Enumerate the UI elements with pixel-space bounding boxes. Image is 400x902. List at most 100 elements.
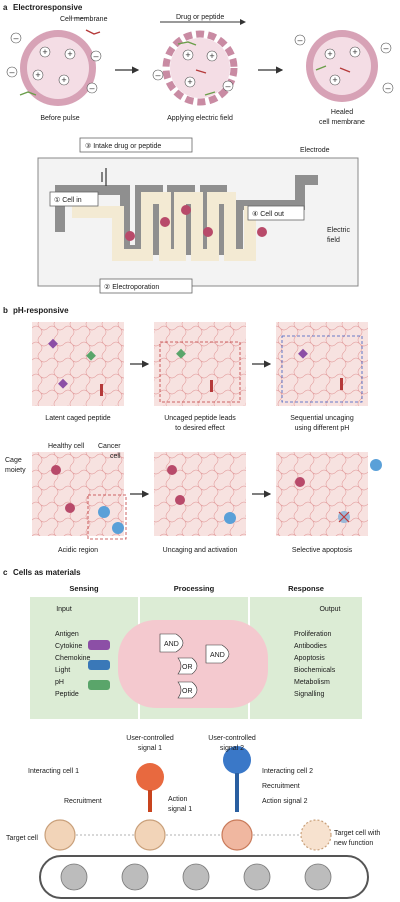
input-item: Cytokine [55,643,82,650]
svg-text:–: – [155,70,160,80]
label-output: Output [319,606,340,613]
svg-text:–: – [385,83,390,93]
label-action-2: Action signal 2 [262,798,308,805]
svg-text:+: + [67,49,72,59]
label-electrode: Electrode [300,147,330,154]
input-list: Antigen Cytokine Chemokine Light pH Pept… [55,631,91,698]
label-target-cell: Target cell [6,835,38,842]
input-item: Light [55,667,70,674]
label-uncaged-1: Uncaged peptide leads [164,415,236,422]
svg-text:+: + [42,47,47,57]
output-item: Apoptosis [294,655,325,662]
cell-healed: + + + – – – [294,30,394,102]
interacting-cell-1 [136,763,164,812]
box-electroporation [99,278,193,294]
output-item: Proliferation [294,631,331,638]
label-cell-in: ① Cell in [54,196,82,204]
label-interacting-2: Interacting cell 2 [262,768,313,775]
label-acidic-region: Acidic region [58,547,98,554]
svg-text:+: + [185,50,190,60]
input-item: Chemokine [55,655,91,662]
svg-text:–: – [93,51,98,61]
svg-text:+: + [332,75,337,85]
label-target-new-1: Target cell with [334,830,380,837]
header-response: Response [288,584,324,593]
svg-text:+: + [35,70,40,80]
output-item: Signalling [294,691,324,698]
label-user-signal-2a: User-controlled [208,735,256,742]
panel-a-title: Electroresponsive [13,3,83,12]
input-item: pH [55,679,64,686]
label-uncaging-activation: Uncaging and activation [163,547,238,554]
label-target-new-2: new function [334,840,373,847]
target-cells [44,819,332,851]
svg-text:–: – [13,33,18,43]
label-cage-1: Cage [5,457,22,464]
svg-text:–: – [9,67,14,77]
panel-b-title: pH-responsive [13,306,69,315]
svg-text:+: + [352,47,357,57]
cell-before-pulse: + + + + – – – – [6,29,102,106]
conveyor-belt [39,855,369,899]
gel-uncaged [154,322,246,406]
label-recruitment-2: Recruitment [262,783,300,790]
header-processing: Processing [174,584,215,593]
label-sequential-2: using different pH [295,425,350,432]
label-healthy-cell: Healthy cell [48,443,85,450]
svg-text:–: – [89,83,94,93]
panel-c-letter: c [3,568,8,577]
label-uncaged-2: to desired effect [175,425,225,432]
label-recruitment-1: Recruitment [64,798,102,805]
output-item: Antibodies [294,643,327,650]
label-healed-2: cell membrane [319,119,365,126]
label-cell-membrane: Cell membrane [60,16,108,23]
input-item: Peptide [55,691,79,698]
label-action-1a: Action [168,796,188,803]
label-electric-2: field [327,237,340,244]
output-list: Proliferation Antibodies Apoptosis Bioch… [294,631,336,698]
svg-text:–: – [225,81,230,91]
label-electroporation: ② Electroporation [104,283,159,291]
gel-acidic [32,452,127,540]
gel-apoptosis [276,452,382,536]
svg-text:–: – [383,43,388,53]
gel-activation [154,452,246,536]
label-action-1b: signal 1 [168,806,192,813]
svg-text:+: + [61,75,66,85]
gel-latent [32,322,124,406]
label-intake: ③ Intake drug or peptide [85,142,161,150]
input-item: Antigen [55,631,79,638]
svg-text:–: – [297,35,302,45]
label-applying-field: Applying electric field [167,115,233,122]
label-selective-apoptosis: Selective apoptosis [292,547,353,554]
svg-text:+: + [187,77,192,87]
label-before-pulse: Before pulse [40,115,79,122]
gate-and-1: AND [164,641,179,648]
label-sequential-1: Sequential uncaging [290,415,354,422]
svg-text:+: + [327,49,332,59]
header-sensing: Sensing [69,584,99,593]
label-interacting-1: Interacting cell 1 [28,768,79,775]
interacting-cell-2 [223,746,251,812]
box-cell-out [247,205,305,221]
label-cage-2: moiety [5,467,26,474]
panel-a-letter: a [3,3,8,12]
label-input: Input [56,606,72,613]
gate-and-2: AND [210,652,225,659]
cell-electric-field: + + + – – [152,30,238,106]
panel-b-letter: b [3,306,8,315]
electroporation-chip [37,157,359,287]
box-cell-in [49,191,99,207]
label-cancer-2: cell [110,453,121,460]
output-item: Metabolism [294,679,330,686]
processing-cell: AND AND OR OR [88,620,268,708]
label-electric-1: Electric [327,227,350,234]
output-item: Biochemicals [294,667,336,674]
box-response [250,597,362,719]
label-user-signal-1a: User-controlled [126,735,174,742]
panel-c-title: Cells as materials [13,568,81,577]
label-user-signal-1b: signal 1 [138,745,162,752]
label-cell-out: ④ Cell out [252,210,284,218]
label-cancer-1: Cancer [98,443,121,450]
